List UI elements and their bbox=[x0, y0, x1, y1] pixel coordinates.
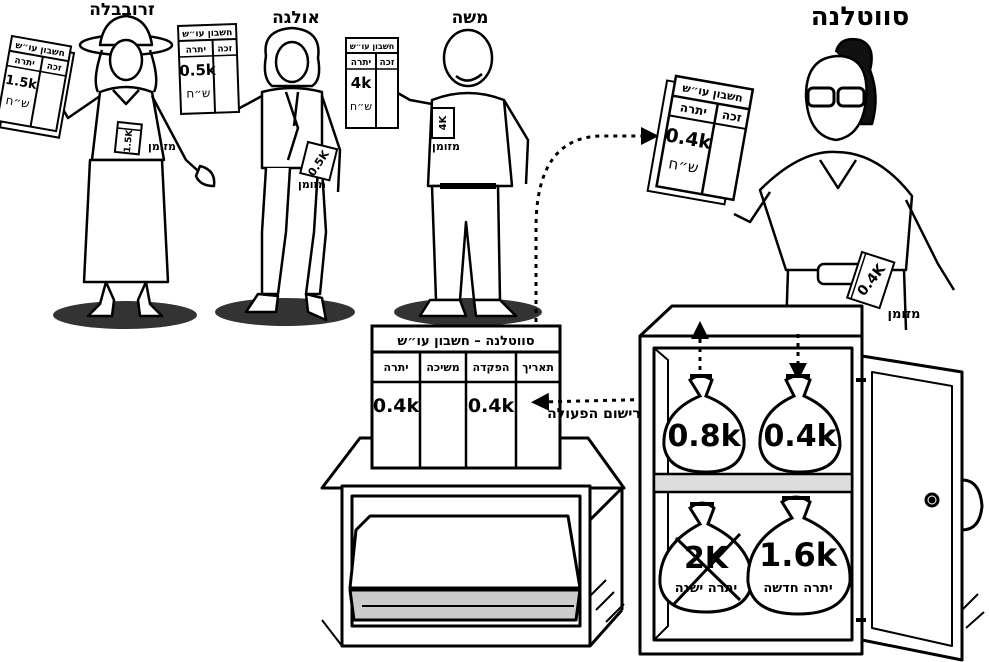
cash-value: 1.5K bbox=[123, 128, 135, 153]
floor-hatching bbox=[589, 579, 985, 629]
cash-olga: 0.5K bbox=[299, 140, 339, 182]
bag-value-bottom-right: 1.6k bbox=[759, 536, 838, 574]
cash-label-olga: מזומן bbox=[298, 178, 326, 191]
money-bag-bottom-right bbox=[746, 495, 852, 616]
passbook-title: חשבון עו״ש bbox=[350, 42, 395, 51]
account-ledger: סווטלנה – חשבון עו״ש תאריך הפקדה משיכה י… bbox=[370, 324, 562, 470]
passbook-moshe: חשבון עו״ש זכה יתרה 4k ש״ח bbox=[345, 37, 399, 129]
passbook-olga: חשבון עו״ש זכה יתרה 0.5k ש״ח bbox=[176, 22, 241, 115]
ledger-header-withdrawal: משיכה bbox=[426, 361, 459, 374]
passbook-balance: 1.5k bbox=[4, 73, 38, 93]
passbook-unit: ש״ח bbox=[350, 100, 372, 113]
figure-zerubabel bbox=[58, 14, 216, 318]
shadow-zerubabel bbox=[53, 301, 197, 329]
cash-moshe: 4K bbox=[431, 107, 455, 139]
ledger-header-balance: יתרה bbox=[384, 361, 409, 374]
ledger-title: סווטלנה – חשבון עו״ש bbox=[397, 334, 534, 349]
ledger-balance-value: 0.4k bbox=[373, 395, 420, 417]
printer bbox=[320, 436, 626, 648]
passbook-col-right: זכה bbox=[380, 58, 395, 68]
passbook-unit: ש״ח bbox=[186, 86, 211, 101]
name-zerubabel: זרובבלה bbox=[89, 0, 155, 20]
passbook-col-right: זכה bbox=[721, 108, 743, 125]
cash-zerubabel: 1.5K bbox=[113, 120, 143, 156]
money-bag-bottom-left bbox=[658, 501, 754, 614]
passbook-unit: ש״ח bbox=[667, 154, 700, 177]
shadow-moshe bbox=[394, 298, 542, 326]
cash-value: 4K bbox=[438, 114, 449, 130]
passbook-title: חשבון עו״ש bbox=[182, 28, 232, 40]
arrow-ledger-to-svetlana bbox=[534, 127, 659, 322]
passbook-zerubabel: חשבון עו״ש זכה יתרה 1.5k ש״ח bbox=[0, 34, 76, 139]
bag-label-bottom-right: יתרה חדשה bbox=[763, 581, 832, 596]
ledger-header-deposit: הפקדה bbox=[473, 361, 510, 374]
figure-moshe bbox=[395, 28, 530, 318]
bag-value-top-left: 0.8k bbox=[667, 419, 741, 454]
cash-label-moshe: מזומן bbox=[432, 140, 460, 153]
name-olga: אולגה bbox=[272, 8, 320, 28]
figure-svetlana bbox=[733, 38, 956, 331]
shadow-olga bbox=[215, 298, 355, 326]
name-svetlana: סווטלנה bbox=[810, 2, 910, 32]
ledger-deposit-value: 0.4k bbox=[468, 395, 515, 417]
passbook-balance: 0.5k bbox=[179, 61, 217, 80]
ledger-header-date: תאריך bbox=[522, 361, 554, 374]
money-bag-top-right bbox=[758, 374, 842, 474]
bag-value-top-right: 0.4k bbox=[763, 419, 837, 454]
passbook-col-left: יתרה bbox=[14, 56, 36, 69]
name-moshe: משה bbox=[451, 8, 489, 28]
passbook-col-left: יתרה bbox=[679, 100, 708, 119]
cross-out-mark bbox=[672, 532, 742, 606]
money-bag-top-left bbox=[662, 374, 746, 474]
passbook-col-right: זכה bbox=[217, 44, 233, 55]
passbook-col-right: זכה bbox=[46, 62, 63, 75]
cash-label-svetlana: מזומן bbox=[888, 307, 921, 322]
cash-svetlana: 0.4K bbox=[845, 250, 896, 310]
action-label: רישום הפעולה bbox=[547, 406, 641, 422]
passbook-unit: ש״ח bbox=[5, 93, 31, 111]
cash-label-zerubabel: מזומן bbox=[148, 140, 176, 153]
passbook-col-left: יתרה bbox=[351, 58, 372, 68]
passbook-balance: 4k bbox=[351, 74, 372, 92]
passbook-col-left: יתרה bbox=[185, 45, 206, 56]
passbook-svetlana: חשבון עו״ש זכה יתרה 0.4k ש״ח bbox=[646, 74, 755, 206]
